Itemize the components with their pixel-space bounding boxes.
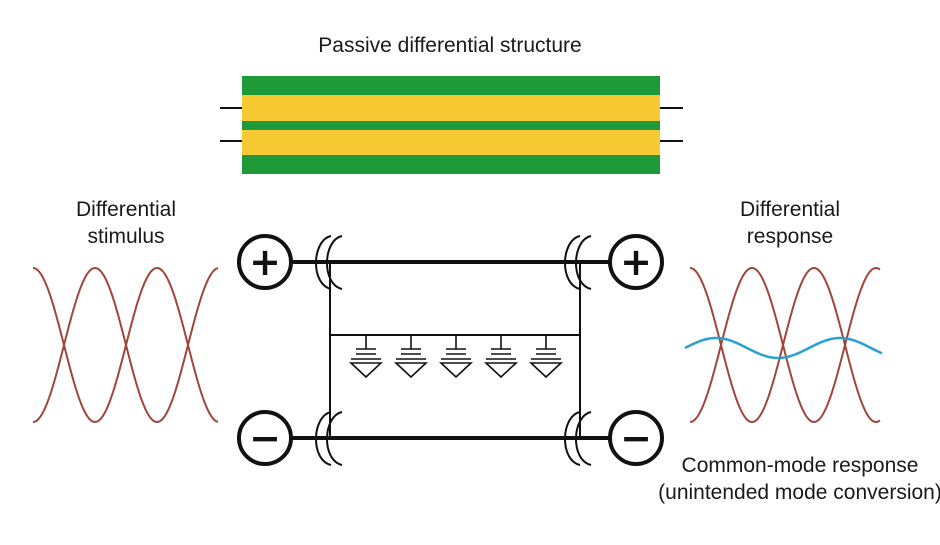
capacitor-ground-icon bbox=[438, 335, 474, 379]
coupling-icon bbox=[315, 411, 332, 466]
capacitor-ground-icon bbox=[348, 335, 384, 379]
response-label-line1: Differential bbox=[740, 198, 840, 221]
response-wave-negative bbox=[689, 266, 881, 424]
circuit-model bbox=[291, 235, 610, 466]
minus-circle-icon: − bbox=[237, 410, 293, 466]
response-label-line2: response bbox=[747, 225, 833, 248]
plus-circle-icon: + bbox=[237, 234, 293, 290]
common-mode-label-line2: (unintended mode conversion) bbox=[658, 481, 940, 504]
stimulus-wave-negative bbox=[32, 266, 219, 424]
coupling-icon bbox=[575, 235, 592, 290]
coupling-icon bbox=[315, 235, 332, 290]
terminal-plus-right: + bbox=[620, 240, 652, 284]
structure-title: Passive differential structure bbox=[318, 34, 581, 57]
green-layer-top bbox=[242, 76, 660, 95]
coupling-icon bbox=[564, 411, 581, 466]
coupling-icon bbox=[326, 235, 343, 290]
terminal-minus-right: − bbox=[620, 416, 652, 460]
coupling-icon bbox=[564, 235, 581, 290]
stimulus-label-line1: Differential bbox=[76, 198, 176, 221]
terminal-plus-left: + bbox=[249, 240, 281, 284]
coupling-icon bbox=[575, 411, 592, 466]
coupling-icon bbox=[326, 411, 343, 466]
green-layer-bottom bbox=[242, 155, 660, 174]
capacitor-ground-icon bbox=[393, 335, 429, 379]
response-waveform bbox=[684, 266, 883, 424]
minus-circle-icon: − bbox=[608, 410, 664, 466]
passive-structure bbox=[220, 76, 683, 174]
stimulus-waveform bbox=[32, 266, 219, 424]
capacitor-ground-icon bbox=[528, 335, 564, 379]
common-mode-wave bbox=[684, 336, 883, 360]
common-mode-label-line1: Common-mode response bbox=[682, 454, 919, 477]
plus-circle-icon: + bbox=[608, 234, 664, 290]
green-layer-middle bbox=[242, 121, 660, 130]
yellow-layer-bottom bbox=[242, 130, 660, 155]
terminal-minus-left: − bbox=[249, 416, 281, 460]
capacitor-ground-icon bbox=[483, 335, 519, 379]
yellow-layer-top bbox=[242, 95, 660, 121]
response-wave-positive bbox=[689, 266, 881, 424]
stimulus-label-line2: stimulus bbox=[87, 225, 164, 248]
